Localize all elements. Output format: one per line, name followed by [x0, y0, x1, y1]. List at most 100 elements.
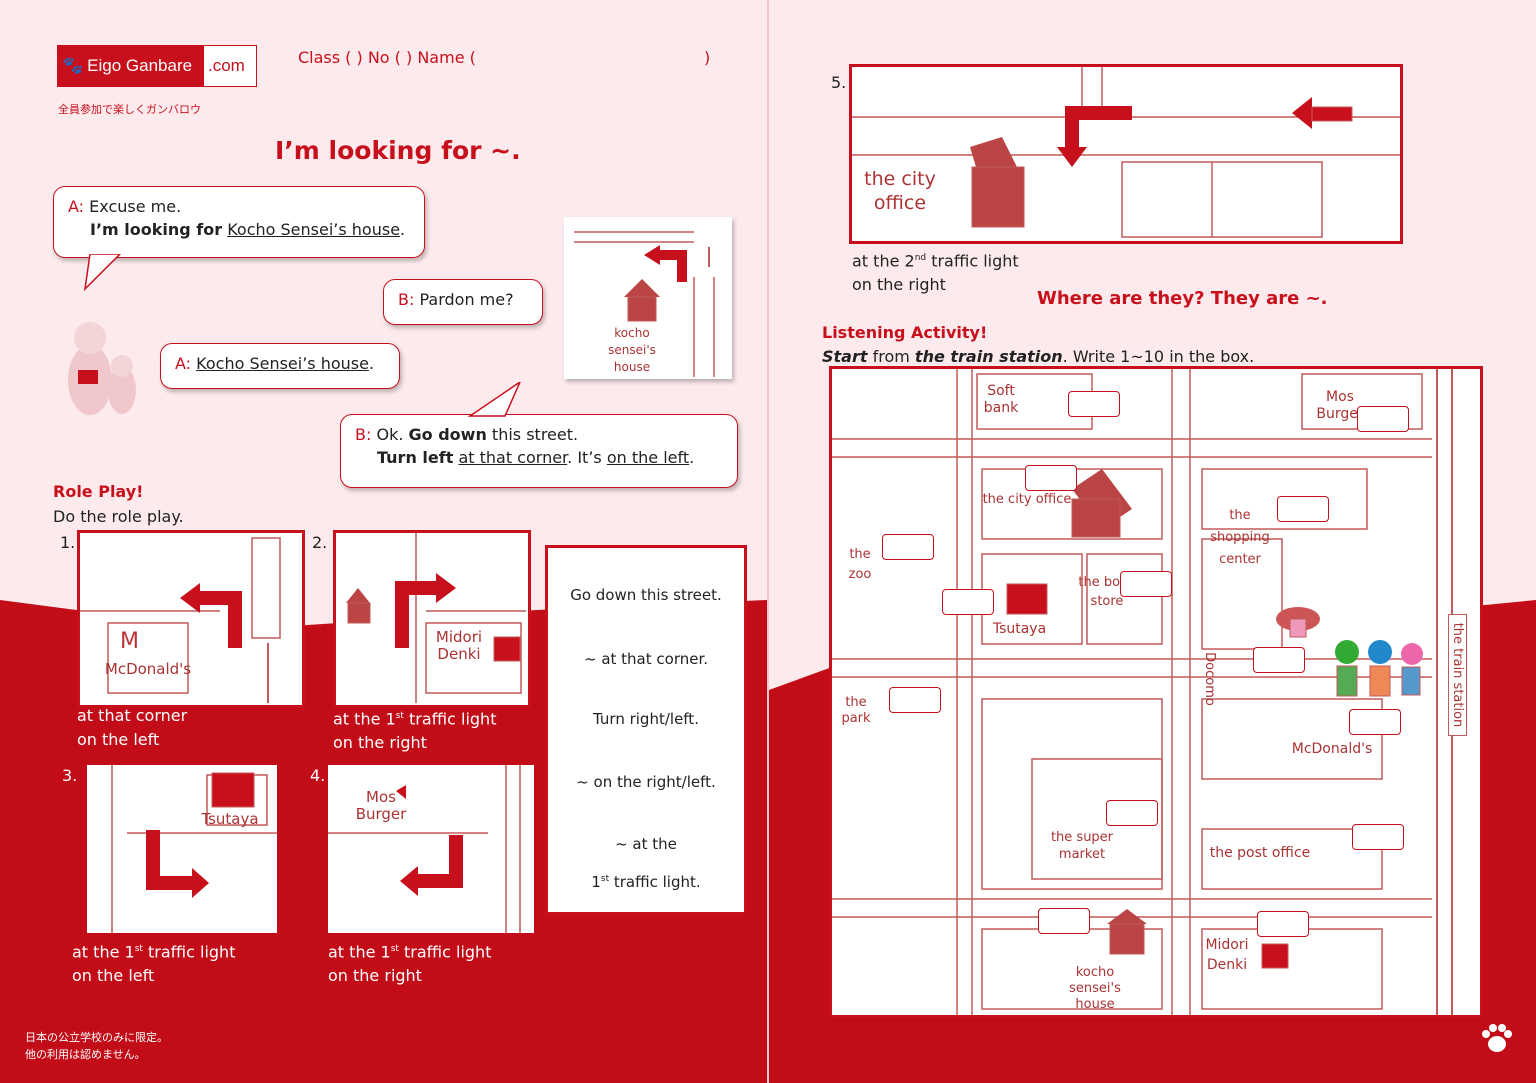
card2-place: Midori Denki: [435, 628, 483, 663]
map-label-docomo: Docomo: [1202, 652, 1217, 706]
role-play-card-3: Tsutaya: [87, 765, 277, 933]
hint-5a: ~ at the: [615, 835, 677, 853]
role-play-heading: Role Play!: [53, 482, 144, 501]
speaker-b: B:: [398, 290, 415, 309]
map-label-midori-denki: Midori Denki: [1205, 937, 1249, 973]
hint-phrases-box: Go down this street. ~ at that corner. T…: [545, 545, 747, 915]
card2-sup: st: [395, 711, 404, 721]
item-number-5: 5.: [831, 73, 847, 92]
a1-line1: Excuse me.: [89, 197, 182, 216]
card5-sup: nd: [914, 253, 927, 263]
card5-place: the city office: [864, 168, 936, 214]
left-page: 🐾Eigo Ganbare .com 全員参加で楽しくガンバロウ Class (…: [0, 0, 767, 1083]
card5-line1a: at the 2: [852, 251, 915, 271]
town-map: Soft bank Mos Burger the city office the…: [829, 366, 1483, 1018]
from-word: from: [867, 347, 915, 366]
role-play-card-4: Mos Burger: [328, 765, 534, 933]
hint-1: Go down this street.: [570, 586, 722, 604]
answer-box-supermarket[interactable]: [1106, 800, 1158, 826]
map-label-post-office: the post office: [1209, 845, 1311, 861]
hint-3: Turn right/left.: [593, 710, 699, 728]
a2-place: Kocho Sensei’s house: [196, 354, 369, 373]
svg-text:M: M: [120, 629, 139, 654]
card4-line1a: at the 1: [328, 942, 391, 962]
card5-line1b: traffic light: [926, 251, 1019, 271]
role-play-card-1: M McDonald's: [77, 530, 305, 708]
station-phrase: the train station: [914, 347, 1063, 366]
answer-box-book-store[interactable]: [1120, 571, 1172, 597]
section-subtitle: Where are they? They are ~.: [1037, 288, 1328, 309]
page-divider: [767, 0, 769, 1083]
b2-ok: Ok.: [376, 425, 404, 444]
map-label-mcdonalds: McDonald's: [1291, 741, 1373, 757]
listening-instruction: Start from the train station. Write 1~10…: [822, 347, 1254, 366]
answer-box-midori-denki[interactable]: [1257, 911, 1309, 937]
a2-end: .: [368, 354, 375, 373]
card2-line1b: traffic light: [403, 709, 497, 729]
class-line: Class ( ) No ( ) Name (: [298, 48, 476, 67]
map-label-kocho-house: kocho sensei's house: [1069, 965, 1121, 1012]
bubble-tail: [83, 254, 122, 292]
answer-box-zoo[interactable]: [882, 534, 934, 560]
listening-heading: Listening Activity!: [822, 323, 988, 342]
slogan: 全員参加で楽しくガンバロウ: [58, 103, 201, 116]
card3-line2: on the left: [72, 966, 155, 986]
answer-box-docomo[interactable]: [1253, 647, 1305, 673]
b2-corner: at that corner: [458, 448, 568, 467]
paw-icon: [1482, 1024, 1512, 1052]
b2-its: . It’s: [567, 448, 602, 467]
card4-caption: at the 1st traffic light on the right: [328, 937, 491, 988]
map-label-supermarket: the super market: [1050, 830, 1114, 862]
card1-place: McDonald's: [104, 660, 192, 678]
card3-caption: at the 1st traffic light on the left: [72, 937, 235, 988]
card3-line1b: traffic light: [142, 942, 236, 962]
b1-text: Pardon me?: [419, 290, 514, 309]
speech-bubble-a1: A: Excuse me. I’m looking for Kocho Sens…: [53, 186, 425, 258]
item-number-4: 4.: [310, 766, 326, 785]
answer-box-post-office[interactable]: [1352, 824, 1404, 850]
hint-5-num: 1: [591, 873, 601, 891]
map-label-park: the park: [841, 695, 871, 726]
site-logo[interactable]: 🐾Eigo Ganbare .com: [57, 45, 257, 87]
map-label-train-station: the train station: [1448, 614, 1467, 736]
speaker-a: A:: [68, 197, 85, 216]
item-number-3: 3.: [62, 766, 78, 785]
example-map: kocho sensei's house: [564, 217, 732, 379]
page-title: I’m looking for ~.: [275, 136, 521, 165]
card5-caption: at the 2nd traffic light on the right: [852, 246, 1019, 297]
card3-sup: st: [134, 944, 143, 954]
card2-line1a: at the 1: [333, 709, 396, 729]
b2-onleft: on the left: [606, 448, 690, 467]
card2-line2: on the right: [333, 733, 427, 753]
b2-go: Go down: [408, 425, 487, 444]
answer-box-shopping-center[interactable]: [1277, 496, 1329, 522]
map-label-zoo: the zoo: [848, 547, 872, 582]
a1-end: .: [400, 220, 406, 239]
answer-box-tsutaya[interactable]: [942, 589, 994, 615]
answer-box-softbank[interactable]: [1068, 391, 1120, 417]
speaker-b: B:: [355, 425, 372, 444]
hint-2: ~ at that corner.: [583, 650, 709, 668]
logo-suffix: .com: [208, 56, 245, 75]
speech-bubble-b1: B: Pardon me?: [383, 279, 543, 325]
item-number-2: 2.: [312, 533, 328, 552]
hint-5-sup: st: [600, 874, 610, 884]
footer-note-1: 日本の公立学校のみに限定。: [25, 1031, 168, 1044]
footer-note-2: 他の利用は認めません。: [25, 1048, 146, 1061]
b2-street: this street.: [491, 425, 579, 444]
card3-line1a: at the 1: [72, 942, 135, 962]
card1-line2: on the left: [77, 730, 160, 749]
card1-caption: at that corner on the left: [77, 704, 187, 752]
class-line-end: ): [704, 48, 711, 67]
card1-line1: at that corner: [77, 706, 188, 725]
speech-bubble-a2: A: Kocho Sensei’s house.: [160, 343, 400, 389]
map-label-shopping-center: the shopping center: [1210, 508, 1270, 567]
answer-box-mcdonalds[interactable]: [1349, 709, 1401, 735]
role-play-card-5: the city office: [849, 64, 1403, 244]
map-label-softbank: Soft bank: [983, 383, 1019, 416]
answer-box-park[interactable]: [889, 687, 941, 713]
answer-box-city-office[interactable]: [1025, 465, 1077, 491]
example-map-label: kocho sensei's house: [608, 326, 656, 374]
answer-box-kocho-house[interactable]: [1038, 908, 1090, 934]
answer-box-mos-burger[interactable]: [1357, 406, 1409, 432]
